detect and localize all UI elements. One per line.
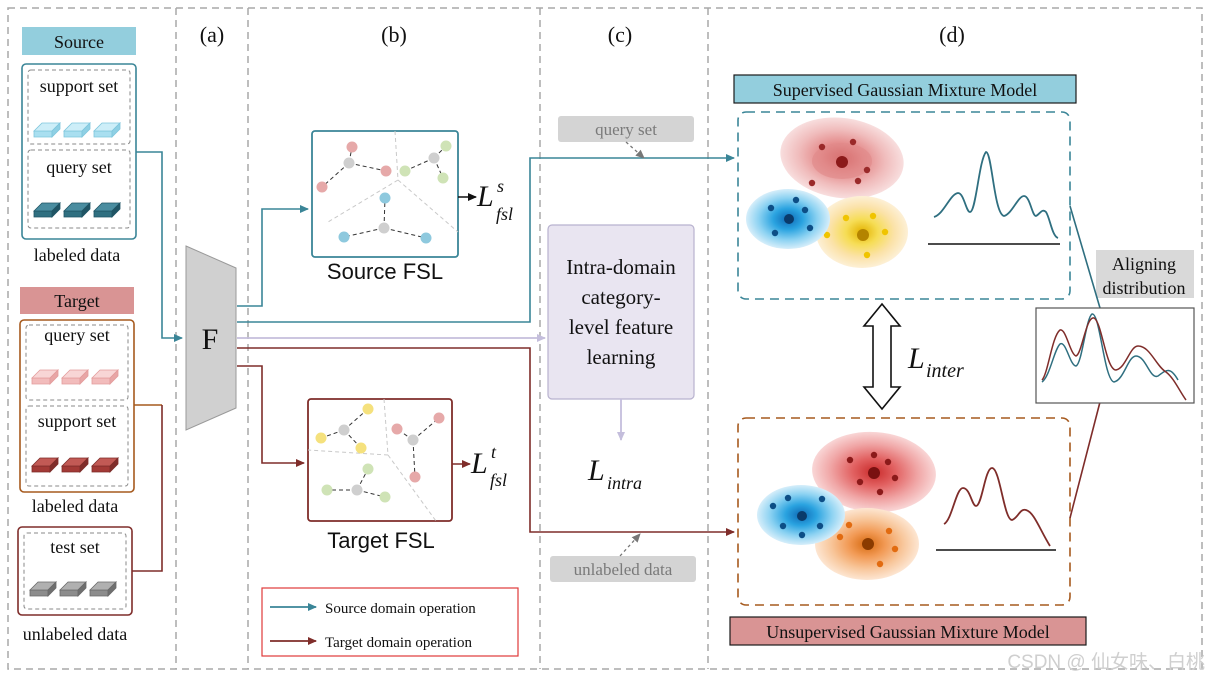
unsupervised-gmm-box xyxy=(737,417,1071,606)
source-support-box xyxy=(27,69,131,145)
supervised-gmm-curve xyxy=(928,151,1060,245)
target-cube-icon xyxy=(31,369,119,385)
target-support-cube-icon xyxy=(31,457,119,473)
source-label-box xyxy=(22,27,136,55)
target-fsl-loss-sup: t xyxy=(491,442,497,462)
target-fsl-loss-sub: fsl xyxy=(490,470,507,490)
supervised-gmm-clusters xyxy=(746,117,908,268)
unlabeled-data-tag-pointer xyxy=(619,533,641,557)
align-chart-box xyxy=(1035,307,1195,404)
target-fsl-box xyxy=(307,398,453,522)
source-support-label: support set xyxy=(40,76,119,96)
target-query-label: query set xyxy=(44,325,109,345)
target-label: Target xyxy=(54,291,99,311)
align-connector-top xyxy=(1069,205,1101,309)
inter-loss-sub: inter xyxy=(926,360,964,382)
panel-label-a: (a) xyxy=(200,22,224,47)
source-fsl-loss: L xyxy=(476,180,494,213)
double-arrow-icon xyxy=(862,302,902,411)
legend-target-label: Target domain operation xyxy=(325,635,472,651)
unlabeled-data-tag-label: unlabeled data xyxy=(574,560,673,579)
intra-loss-sub: intra xyxy=(607,473,642,493)
target-query-box xyxy=(25,324,129,401)
test-input-connector xyxy=(132,405,163,572)
align-label-line2: distribution xyxy=(1102,278,1185,298)
flow-source-fsl xyxy=(237,205,309,307)
flow-target-fsl xyxy=(237,365,305,467)
flow-unsupervised-gmm xyxy=(237,347,735,536)
target-fsl-graph xyxy=(307,398,445,522)
panel-label-c: (c) xyxy=(608,22,632,47)
query-set-tag-pointer xyxy=(625,141,645,159)
inter-loss: L xyxy=(907,342,925,375)
test-caption: unlabeled data xyxy=(23,624,127,644)
test-cube-icon xyxy=(29,581,117,597)
query-set-tag xyxy=(558,116,694,142)
query-set-tag-label: query set xyxy=(595,120,657,139)
intra-domain-box xyxy=(547,224,695,400)
source-query-cube-icon xyxy=(33,202,121,218)
feature-extractor-label: F xyxy=(202,323,219,356)
source-input-connector xyxy=(136,151,183,342)
intra-domain-text-3: level feature xyxy=(569,315,673,339)
target-support-label: support set xyxy=(38,411,117,431)
intra-domain-text-4: learning xyxy=(587,345,656,369)
target-label-box xyxy=(20,287,134,314)
unsupervised-gmm-curve xyxy=(936,467,1056,551)
align-label-line1: Aligning xyxy=(1112,254,1176,274)
panel-label-b: (b) xyxy=(381,22,407,47)
target-fsl-title: Target FSL xyxy=(327,528,435,553)
source-query-box xyxy=(27,149,131,229)
target-data-box xyxy=(19,319,135,493)
align-label-box xyxy=(1096,250,1194,298)
unsupervised-gmm-clusters xyxy=(757,431,936,580)
source-label: Source xyxy=(54,32,104,52)
flow-supervised-gmm xyxy=(237,154,735,323)
legend-source-label: Source domain operation xyxy=(325,601,476,617)
legend-box xyxy=(261,587,519,657)
supervised-gmm-title: Supervised Gaussian Mixture Model xyxy=(773,80,1037,100)
unsupervised-gmm-title-box xyxy=(729,616,1087,646)
feature-extractor xyxy=(185,245,237,431)
align-connector-bottom xyxy=(1069,401,1101,519)
align-chart-curves xyxy=(1041,313,1187,401)
source-query-label: query set xyxy=(46,157,111,177)
watermark: CSDN @ 仙女味、白桃 xyxy=(1007,651,1205,673)
source-caption: labeled data xyxy=(34,245,120,265)
source-fsl-loss-sup: s xyxy=(497,176,504,196)
unlabeled-data-tag xyxy=(550,556,696,582)
source-cube-icon xyxy=(33,122,121,138)
intra-domain-text-1: Intra-domain xyxy=(566,255,676,279)
source-fsl-loss-sub: fsl xyxy=(496,204,513,224)
supervised-gmm-box xyxy=(737,111,1071,300)
unsupervised-gmm-title: Unsupervised Gaussian Mixture Model xyxy=(766,622,1049,642)
intra-domain-text-2: category- xyxy=(581,285,660,309)
test-label: test set xyxy=(50,537,100,557)
target-fsl-loss: L xyxy=(470,447,488,480)
panel-label-d: (d) xyxy=(939,22,965,47)
test-inner-box xyxy=(23,532,127,610)
source-fsl-graph xyxy=(316,130,459,244)
intra-loss: L xyxy=(587,454,605,487)
target-caption: labeled data xyxy=(32,496,118,516)
target-support-box xyxy=(25,405,129,487)
supervised-gmm-title-box xyxy=(733,74,1077,104)
source-fsl-title: Source FSL xyxy=(327,259,443,284)
